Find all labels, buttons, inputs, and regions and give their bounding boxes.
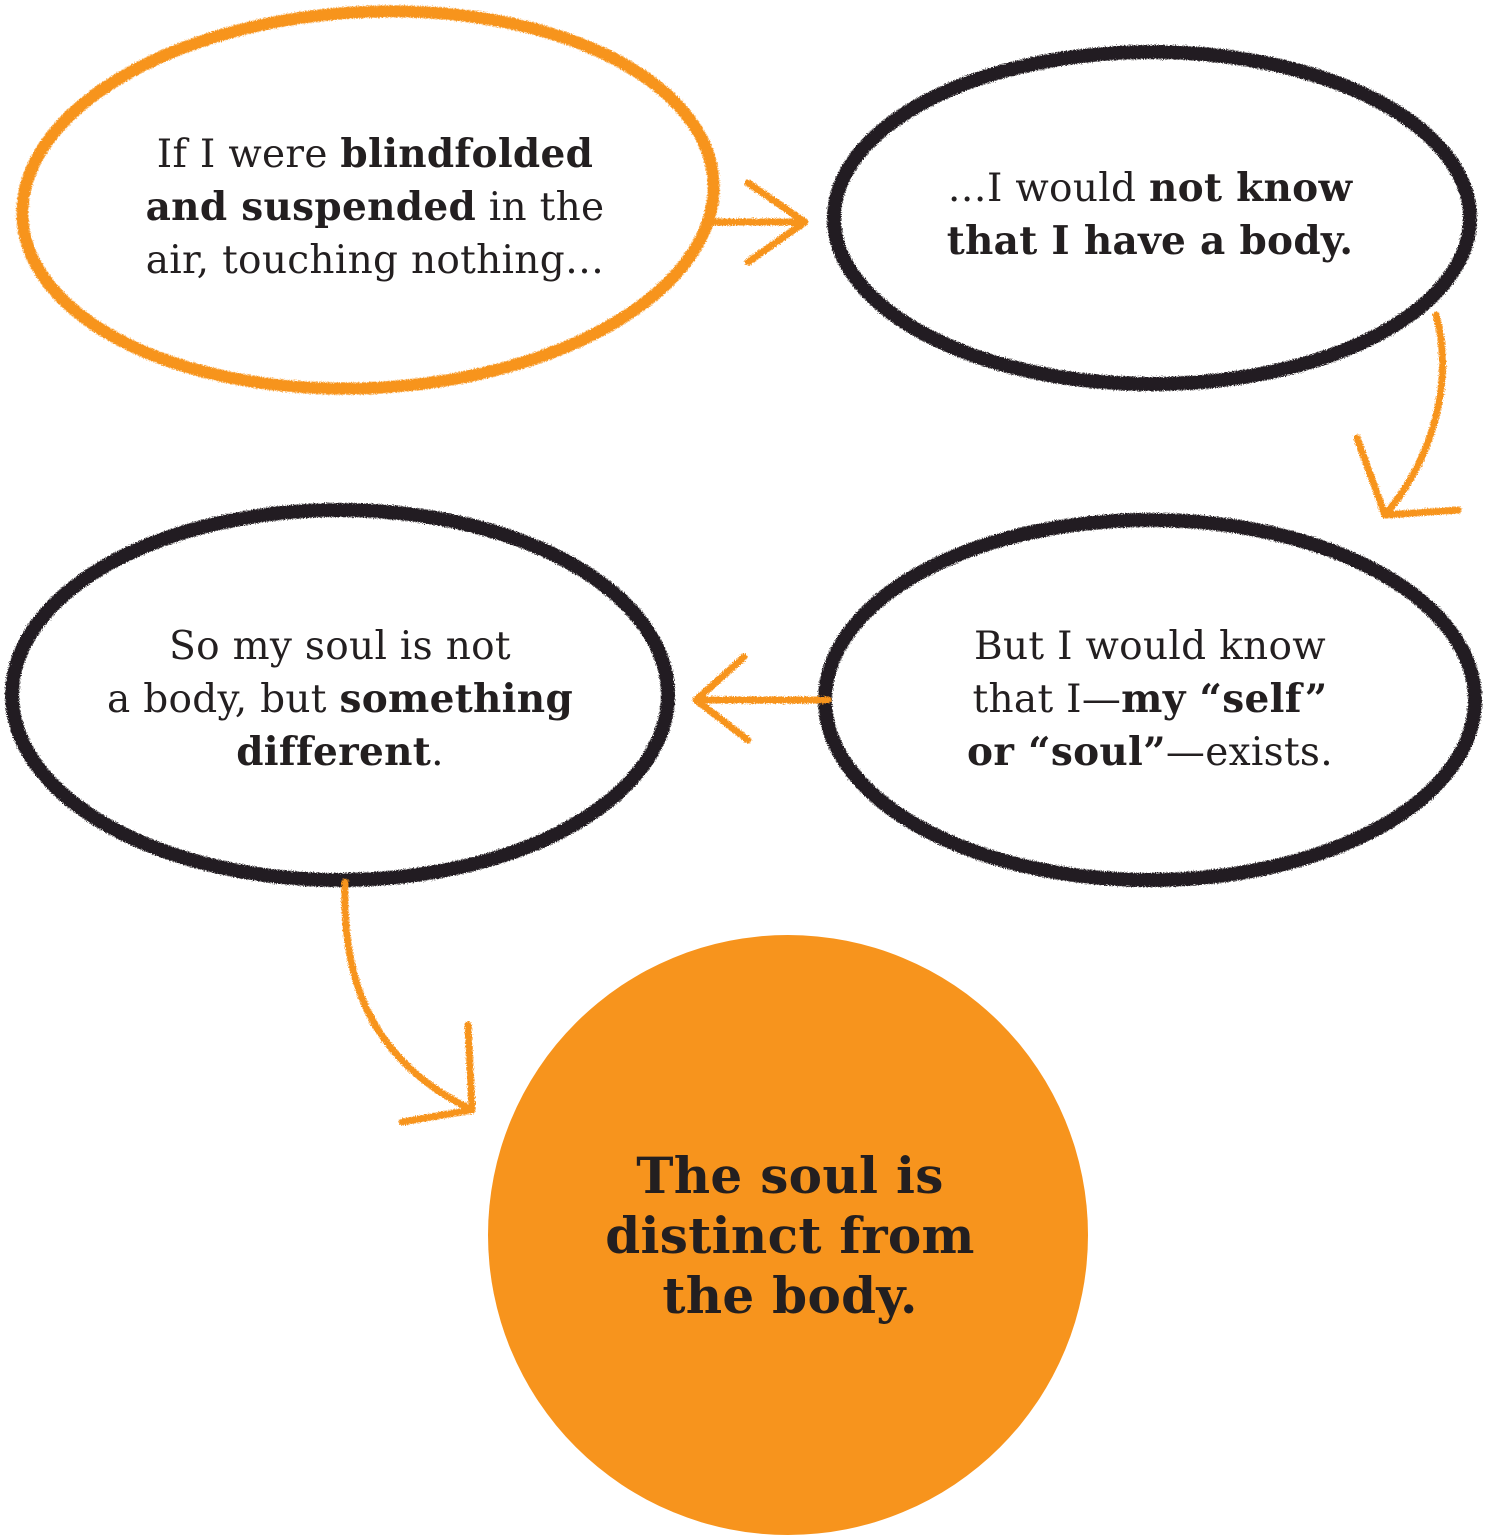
bold-text-run: blindfolded bbox=[340, 131, 594, 177]
text-line: distinct from bbox=[520, 1206, 1060, 1266]
text-line: different. bbox=[60, 726, 620, 779]
text-run: a body, but bbox=[106, 677, 340, 722]
bold-text-run: The soul is bbox=[636, 1146, 944, 1205]
bold-text-run: or “soul” bbox=[967, 729, 1166, 775]
arrow-4 bbox=[341, 878, 476, 1126]
text-line: that I—my “self” bbox=[870, 673, 1430, 726]
text-line: or “soul”—exists. bbox=[870, 726, 1430, 779]
text-run: …I would bbox=[947, 166, 1149, 211]
text-run: in the bbox=[476, 185, 605, 230]
bold-text-run: distinct from bbox=[605, 1206, 975, 1265]
bold-text-run: and suspended bbox=[145, 184, 477, 230]
text-run: But I would know bbox=[974, 624, 1326, 669]
text-line: a body, but something bbox=[60, 673, 620, 726]
text-line: air, touching nothing… bbox=[95, 234, 655, 287]
arrow-3 bbox=[692, 653, 832, 744]
node-4-outline bbox=[5, 503, 675, 887]
bold-text-run: that I have a body. bbox=[946, 218, 1354, 264]
bold-text-run: different bbox=[236, 729, 432, 775]
text-line: If I were blindfolded bbox=[95, 128, 655, 181]
text-line: The soul is bbox=[520, 1146, 1060, 1206]
bold-text-run: something bbox=[339, 676, 574, 722]
bold-text-run: not know bbox=[1149, 165, 1353, 211]
arrow-1 bbox=[710, 179, 809, 266]
node-1-outline bbox=[16, 5, 720, 395]
node-2-outline bbox=[827, 45, 1477, 391]
text-line: the body. bbox=[520, 1266, 1060, 1326]
text-line: and suspended in the bbox=[95, 181, 655, 234]
node-5-circle bbox=[488, 935, 1088, 1535]
bold-text-run: the body. bbox=[662, 1266, 918, 1325]
text-run: that I— bbox=[972, 677, 1122, 722]
text-run: If I were bbox=[156, 132, 341, 177]
text-run: air, touching nothing… bbox=[145, 238, 605, 283]
text-line: that I have a body. bbox=[880, 215, 1420, 268]
text-run: So my soul is not bbox=[169, 624, 511, 669]
text-line: …I would not know bbox=[880, 162, 1420, 215]
text-line: But I would know bbox=[870, 620, 1430, 673]
text-line: So my soul is not bbox=[60, 620, 620, 673]
text-run: . bbox=[431, 730, 444, 775]
bold-text-run: my “self” bbox=[1121, 676, 1328, 722]
text-run: —exists. bbox=[1165, 730, 1333, 775]
arrow-2 bbox=[1353, 311, 1462, 519]
